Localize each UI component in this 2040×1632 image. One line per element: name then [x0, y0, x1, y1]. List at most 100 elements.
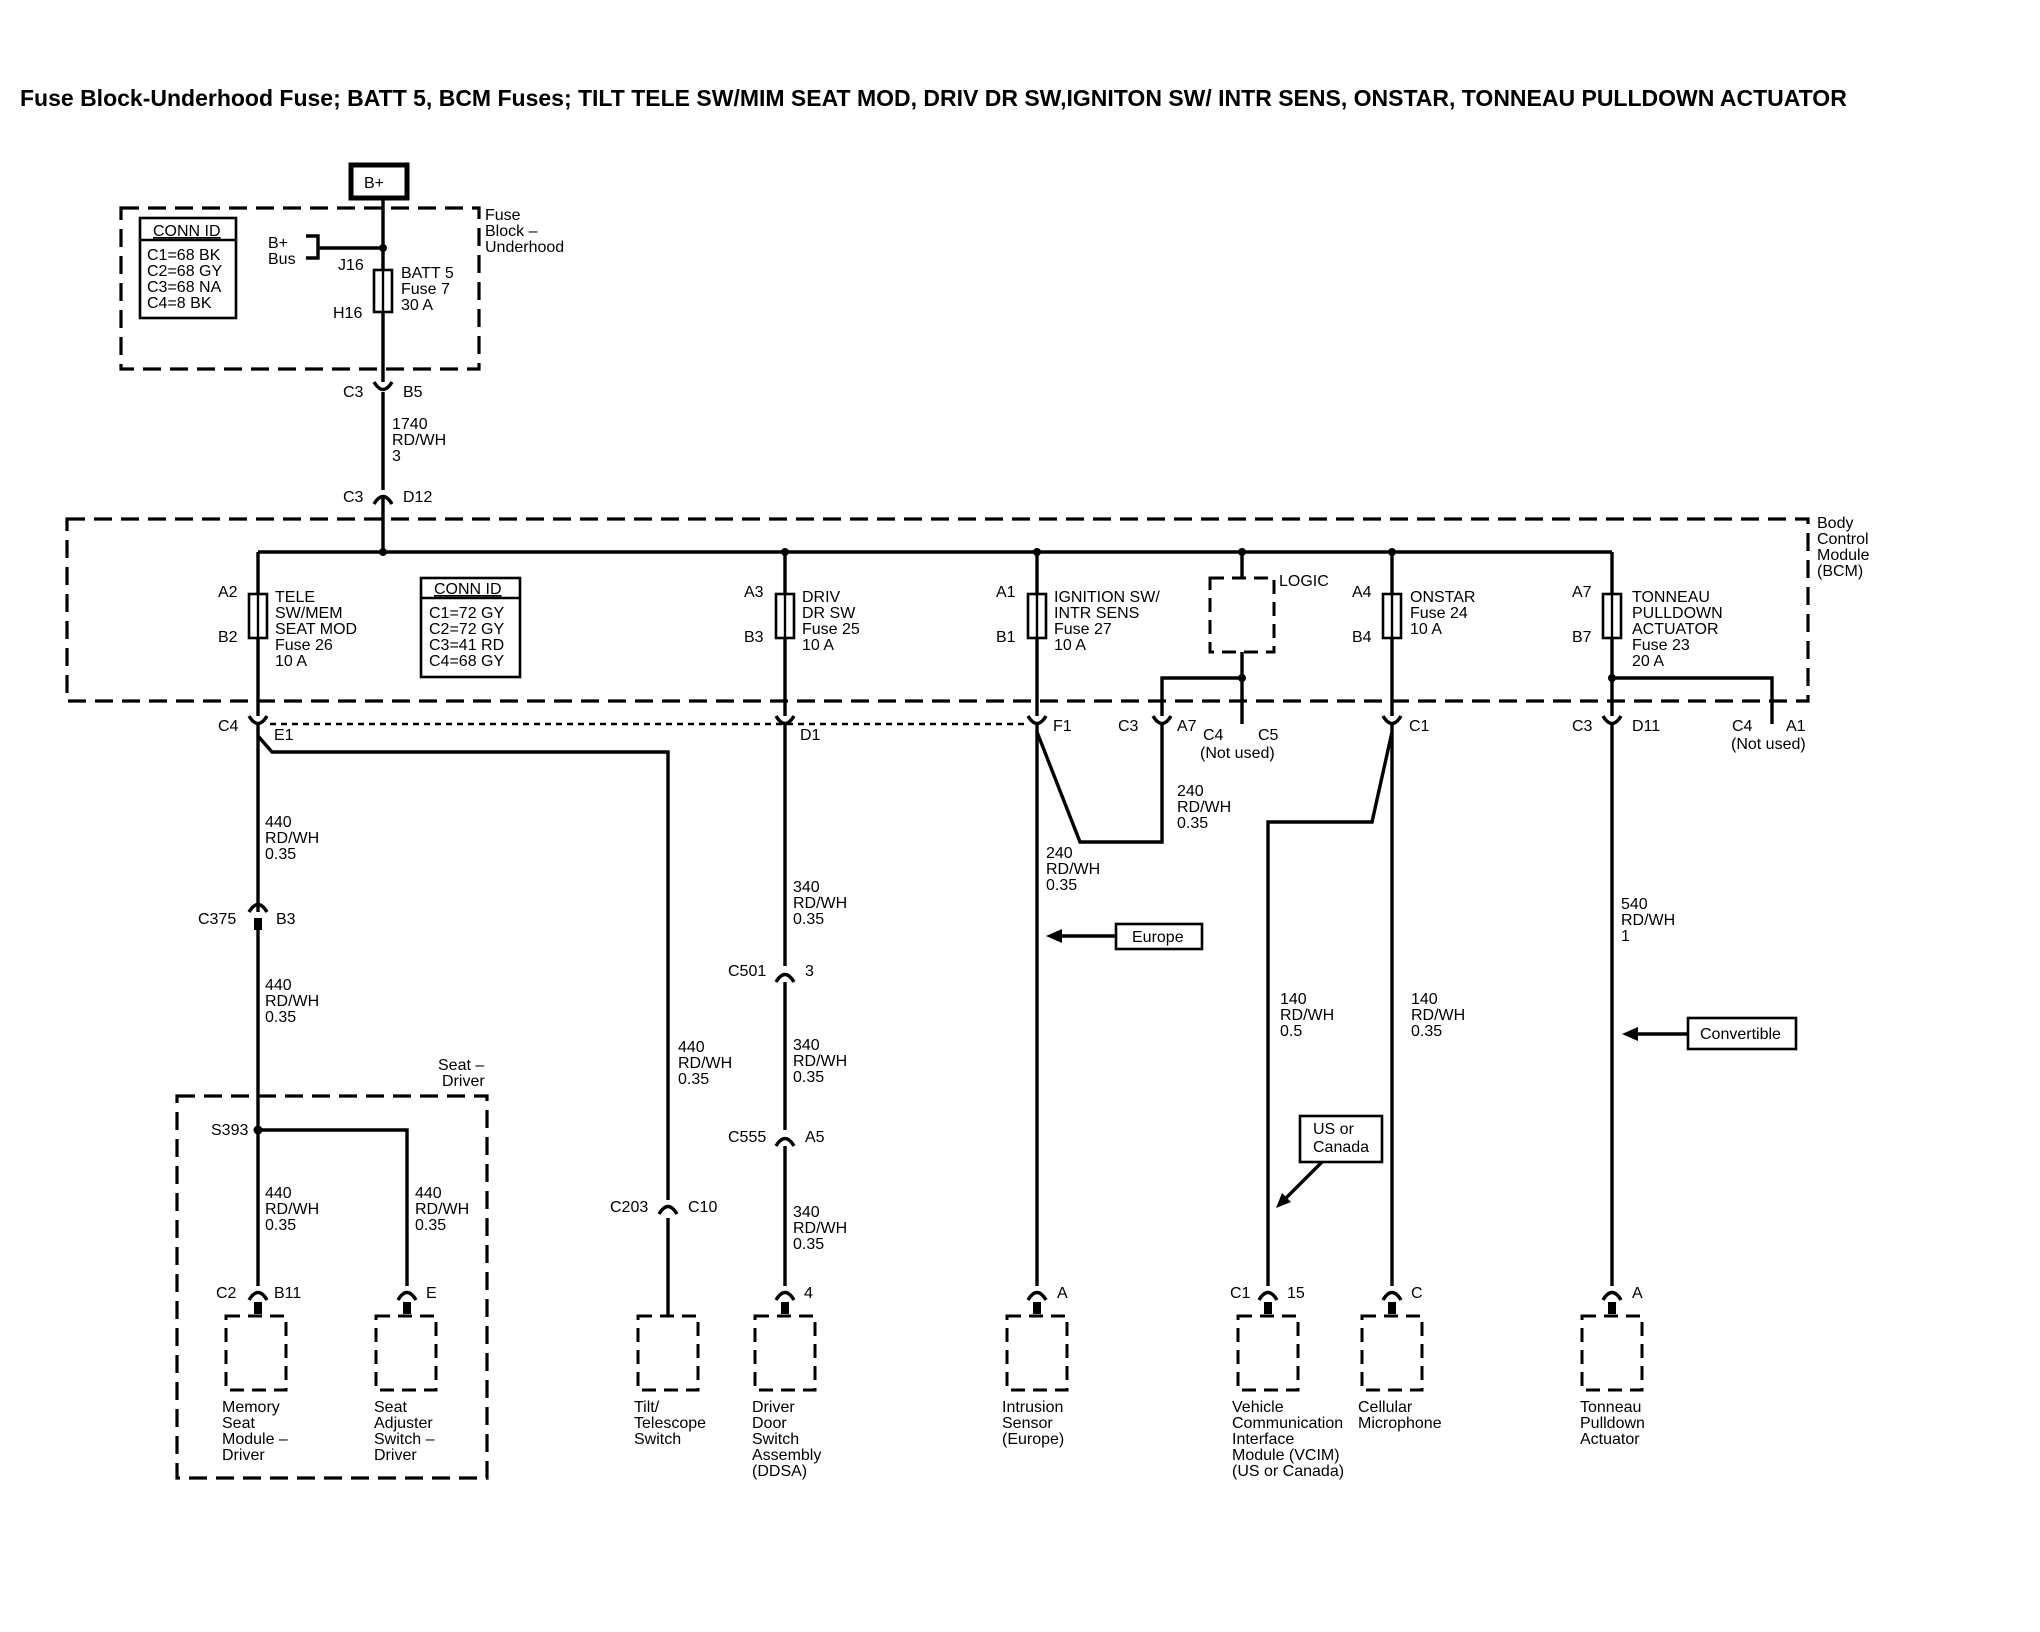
bcm-fuse-24: A4 B4 ONSTAR Fuse 24 10 A — [1352, 552, 1475, 716]
seat-box-label-1: Seat – — [438, 1057, 484, 1074]
connector-c4-c5-not-used: C4 C5 (Not used) — [1200, 716, 1279, 762]
fuse-pin-top: A2 — [218, 584, 238, 601]
bcm-logic-block: LOGIC — [1160, 552, 1329, 716]
connector-d1: D1 — [774, 715, 821, 744]
batt5-fuse-label-1: BATT 5 — [401, 265, 454, 282]
component-name: Switch — [752, 1431, 799, 1448]
fuse-block-name-1: Fuse — [485, 207, 521, 224]
fuse-label: 20 A — [1632, 653, 1664, 670]
connector-name: C4 — [218, 718, 239, 735]
connector-c4-a1-not-used: C4 A1 (Not used) — [1731, 716, 1806, 753]
component-name: Seat — [222, 1415, 255, 1432]
wire-circuit: 340 — [793, 1204, 820, 1221]
bplus-bus: B+ Bus — [268, 234, 387, 268]
wire-circuit: 440 — [678, 1039, 705, 1056]
connector-name: C203 — [610, 1199, 648, 1216]
component-name: Vehicle — [1232, 1399, 1284, 1416]
seat-adjuster-switch: E Seat Adjuster Switch – Driver — [374, 1285, 438, 1464]
wire-circuit: 140 — [1411, 991, 1438, 1008]
fuse-pin-bottom: B2 — [218, 629, 238, 646]
connector-pin: A5 — [805, 1129, 825, 1146]
bcm-conn-row: C3=41 RD — [429, 637, 504, 654]
wire-size: 0.5 — [1280, 1023, 1302, 1040]
wire-size: 0.35 — [265, 846, 296, 863]
connector-pin: E1 — [274, 727, 294, 744]
fuse-block-conn-title: CONN ID — [153, 223, 221, 240]
connector-name: C3 — [343, 489, 364, 506]
wire-circuit: 440 — [265, 977, 292, 994]
fuse-block-underhood: Fuse Block – Underhood CONN ID C1=68 BK … — [119, 206, 564, 371]
circuit-240: 240 RD/WH 0.35 240 RD/WH 0.35 — [1035, 724, 1231, 1286]
component-name: Communication — [1232, 1415, 1343, 1432]
wire-color: RD/WH — [793, 895, 847, 912]
wire-circuit: 240 — [1046, 845, 1073, 862]
connector-pin: A1 — [1786, 718, 1806, 735]
fuse-block-conn-row: C2=68 GY — [147, 263, 222, 280]
component-name: Driver — [222, 1447, 265, 1464]
connector-pin: C10 — [688, 1199, 717, 1216]
connector-pin: D11 — [1632, 718, 1660, 735]
component-name: Adjuster — [374, 1415, 433, 1432]
fuse-label: Fuse 26 — [275, 637, 333, 654]
wire-color: RD/WH — [265, 1201, 319, 1218]
connector-pin: D1 — [800, 727, 821, 744]
component-name: Actuator — [1580, 1431, 1640, 1448]
component-name: Driver — [374, 1447, 417, 1464]
wire-color: RD/WH — [793, 1220, 847, 1237]
not-used-note: (Not used) — [1200, 745, 1275, 762]
splice-label: S393 — [211, 1122, 248, 1139]
fuse-pin-top: A1 — [996, 584, 1016, 601]
connector-name: C3 — [1572, 718, 1593, 735]
us-canada-tag-label-1: US or — [1313, 1121, 1355, 1138]
fuse-label: Fuse 25 — [802, 621, 860, 638]
logic-label: LOGIC — [1279, 573, 1329, 590]
wire-size: 0.35 — [1411, 1023, 1442, 1040]
component-pin: C — [1411, 1285, 1423, 1302]
wire-size: 1 — [1621, 928, 1630, 945]
wire-size: 0.35 — [793, 1069, 824, 1086]
battery-power-label: B+ — [364, 175, 384, 192]
component-name: Seat — [374, 1399, 407, 1416]
connector-name: C501 — [728, 963, 766, 980]
wire-color: RD/WH — [1046, 861, 1100, 878]
component-name: Pulldown — [1580, 1415, 1645, 1432]
fuse-label: INTR SENS — [1054, 605, 1139, 622]
fuse-label: ONSTAR — [1410, 589, 1475, 606]
wire-circuit: 240 — [1177, 783, 1204, 800]
fuse-pin-bottom: B3 — [744, 629, 764, 646]
wire-size: 0.35 — [793, 1236, 824, 1253]
batt5-fuse: J16 H16 BATT 5 Fuse 7 30 A — [333, 257, 454, 322]
component-name: Driver — [752, 1399, 795, 1416]
europe-tag-label: Europe — [1132, 929, 1184, 946]
bcm-name-2: Control — [1817, 531, 1869, 548]
bcm-fuse-27: A1 B1 IGNITION SW/ INTR SENS Fuse 27 10 … — [996, 552, 1160, 716]
wire-circuit: 440 — [265, 814, 292, 831]
component-name: Interface — [1232, 1431, 1294, 1448]
bcm-conn-row: C2=72 GY — [429, 621, 504, 638]
bus-label-1: B+ — [268, 235, 288, 252]
tilt-telescope-switch: Tilt/ Telescope Switch — [634, 1314, 706, 1448]
wire-circuit: 440 — [415, 1185, 442, 1202]
wire-color: RD/WH — [1280, 1007, 1334, 1024]
component-name: Microphone — [1358, 1415, 1442, 1432]
connector-pin: D12 — [403, 489, 432, 506]
feed-wire-size: 3 — [392, 448, 401, 465]
connector-pin: A7 — [1177, 718, 1197, 735]
wire-color: RD/WH — [265, 830, 319, 847]
fuse-pin-bottom: B7 — [1572, 629, 1592, 646]
vehicle-communication-interface-module: C1 15 Vehicle Communication Interface Mo… — [1230, 1285, 1344, 1480]
component-name: (US or Canada) — [1232, 1463, 1344, 1480]
fuse-pin-bottom: H16 — [333, 305, 362, 322]
connector-c3-b5: C3 B5 — [343, 381, 423, 401]
fuse-block-conn-row: C3=68 NA — [147, 279, 222, 296]
fuse-label: SW/MEM — [275, 605, 343, 622]
convertible-option-tag: Convertible — [1622, 1016, 1798, 1051]
fuse-block-conn-row: C1=68 BK — [147, 247, 221, 264]
not-used-note: (Not used) — [1731, 736, 1806, 753]
circuit-540: 540 RD/WH 1 — [1610, 724, 1675, 1286]
component-name: Intrusion — [1002, 1399, 1063, 1416]
wire-size: 0.35 — [265, 1217, 296, 1234]
bcm-name-4: (BCM) — [1817, 563, 1863, 580]
connector-name: C375 — [198, 911, 236, 928]
fuse-label: ACTUATOR — [1632, 621, 1719, 638]
